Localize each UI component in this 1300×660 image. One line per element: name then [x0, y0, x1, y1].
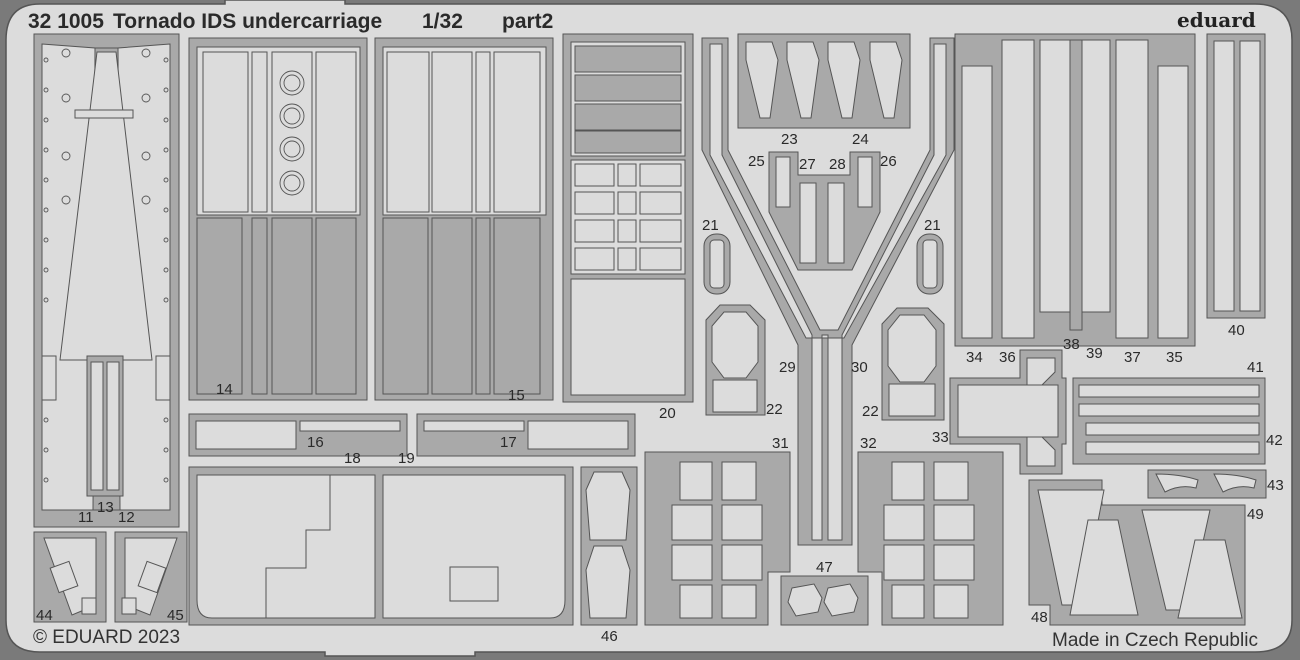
part-label-47: 47 [816, 559, 833, 576]
part-label-38: 38 [1063, 336, 1080, 353]
part-label-49: 49 [1247, 506, 1264, 523]
part-label-33: 33 [932, 429, 949, 446]
part-label-36: 36 [999, 349, 1016, 366]
sheet-part: part2 [502, 10, 553, 33]
part-group-41-42 [1072, 377, 1266, 465]
part-label-24: 24 [852, 131, 869, 148]
part-group-20 [562, 33, 694, 403]
part-label-13: 13 [97, 499, 114, 516]
sheet-title: Tornado IDS undercarriage [113, 10, 382, 33]
part-group-17 [416, 413, 636, 457]
part-label-19: 19 [398, 450, 415, 467]
part-group-33 [949, 349, 1067, 475]
part-label-42: 42 [1266, 432, 1283, 449]
part-label-25: 25 [748, 153, 765, 170]
part-group-25-28 [768, 151, 881, 271]
part-label-30: 30 [851, 359, 868, 376]
part-label-23: 23 [781, 131, 798, 148]
part-label-21-left: 21 [702, 217, 719, 234]
part-group-46 [580, 466, 638, 626]
part-label-44: 44 [36, 607, 53, 624]
part-label-28: 28 [829, 156, 846, 173]
part-label-48: 48 [1031, 609, 1048, 626]
part-group-22-right [881, 307, 945, 421]
brand-logo: eduard [1177, 8, 1256, 32]
part-group-43 [1147, 469, 1267, 499]
part-group-44 [33, 531, 107, 623]
part-label-27: 27 [799, 156, 816, 173]
origin-text: Made in Czech Republic [1052, 630, 1258, 651]
part-label-20: 20 [659, 405, 676, 422]
part-label-14: 14 [216, 381, 233, 398]
part-label-21-right: 21 [924, 217, 941, 234]
part-group-31 [644, 451, 791, 626]
part-label-17: 17 [500, 434, 517, 451]
part-label-35: 35 [1166, 349, 1183, 366]
part-group-32 [857, 451, 1004, 626]
part-label-29: 29 [779, 359, 796, 376]
part-group-45 [114, 531, 188, 623]
part-label-26: 26 [880, 153, 897, 170]
part-label-11: 11 [78, 509, 94, 526]
part-label-22-right: 22 [862, 403, 879, 420]
part-group-47 [780, 575, 869, 626]
part-group-23-24 [737, 33, 911, 129]
part-group-22-left [705, 304, 766, 416]
part-label-18: 18 [344, 450, 361, 467]
part-group-48-49 [1028, 479, 1246, 626]
part-label-41: 41 [1247, 359, 1264, 376]
sheet-scale: 1/32 [422, 10, 463, 33]
part-label-37: 37 [1124, 349, 1141, 366]
part-label-31: 31 [772, 435, 789, 452]
part-label-32: 32 [860, 435, 877, 452]
part-group-29-30 [701, 37, 955, 546]
part-label-22-left: 22 [766, 401, 783, 418]
part-label-46: 46 [601, 628, 618, 645]
part-label-34: 34 [966, 349, 983, 366]
part-label-15: 15 [508, 387, 525, 404]
rivet-holes [43, 48, 169, 483]
part-group-34-39 [954, 33, 1196, 347]
part-label-12: 12 [118, 509, 135, 526]
copyright-text: © EDUARD 2023 [33, 627, 180, 648]
part-label-39: 39 [1086, 345, 1103, 362]
sheet-code: 32 1005 [28, 10, 104, 33]
part-group-14 [188, 37, 368, 401]
part-label-16: 16 [307, 434, 324, 451]
part-group-15 [374, 37, 554, 401]
part-label-45: 45 [167, 607, 184, 624]
part-group-16 [188, 413, 408, 457]
part-label-43: 43 [1267, 477, 1284, 494]
part-group-11-12-13 [33, 33, 180, 528]
part-group-18-19 [188, 466, 574, 626]
part-group-40 [1206, 33, 1266, 319]
part-label-40: 40 [1228, 322, 1245, 339]
